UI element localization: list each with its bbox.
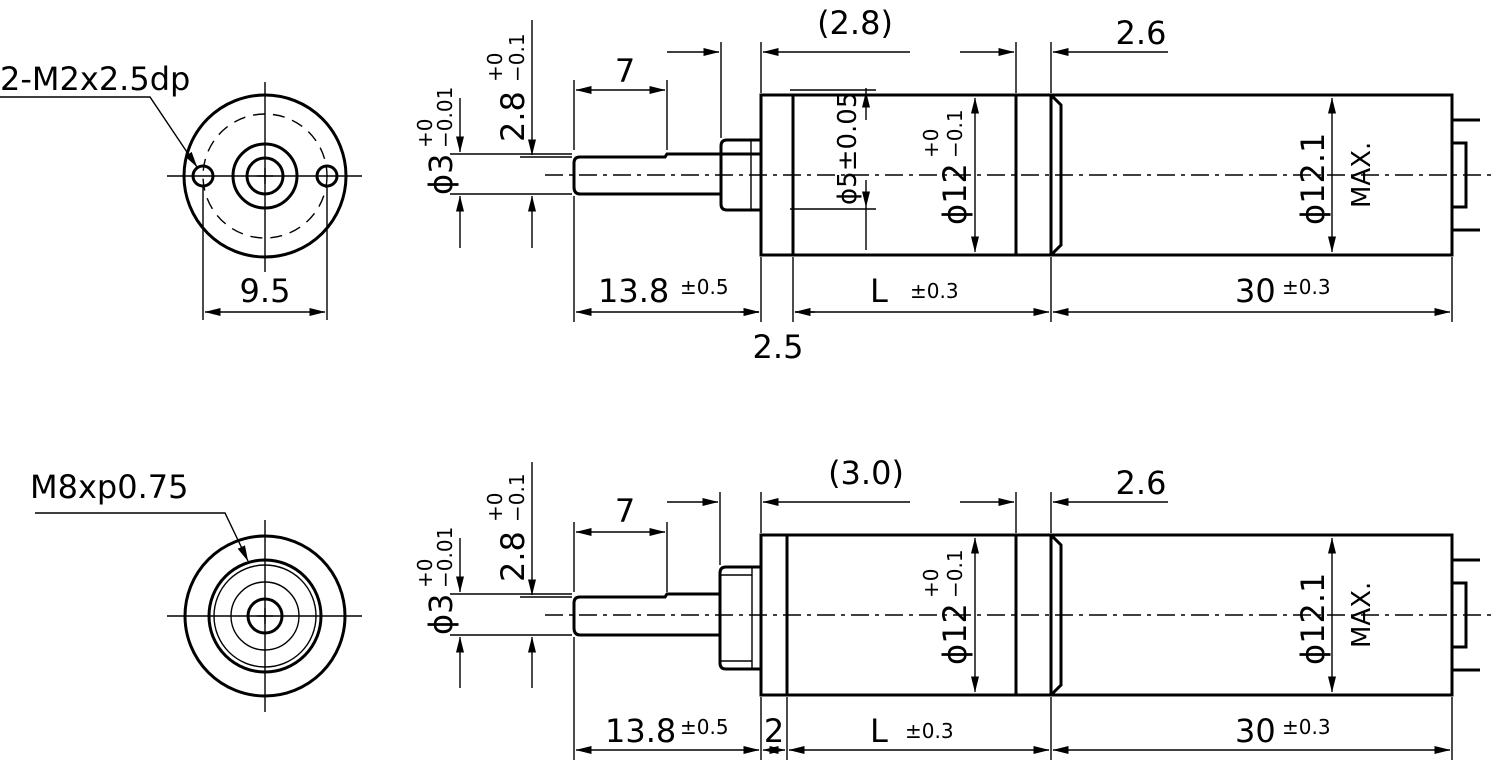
bottom-end-outline (183, 534, 347, 698)
top-gear-length-tol: ±0.3 (910, 279, 959, 303)
bottom-motor-body (1047, 533, 1454, 697)
top-flat-dim: 2.8 (494, 91, 532, 142)
top-motor-length-tol: ±0.3 (1282, 275, 1331, 299)
top-gearbox-body (759, 93, 1053, 257)
top-dimensions (450, 20, 1453, 322)
bottom-motor-length-tol: ±0.3 (1282, 715, 1331, 739)
top-body-dia: ϕ12 (936, 163, 974, 225)
bottom-boss-length: (3.0) (828, 454, 904, 492)
top-side-view (545, 89, 1495, 257)
top-body-tol-upper: +0 (919, 129, 943, 158)
bottom-motor-dia-note: MAX. (1347, 582, 1377, 648)
bottom-body-tol-lower: −0.1 (943, 549, 967, 598)
top-end-view: 9.5 2-M2x2.5dp (0, 60, 362, 320)
bottom-motor-length: 30 (1235, 712, 1276, 750)
bottom-shaft-length: 13.8 (605, 712, 676, 750)
bottom-end-view: M8xp0.75 (30, 468, 362, 712)
bottom-labels: ϕ3 +0 −0.01 2.8 +0 −0.1 7 (3.0) 2.6 ϕ12 … (413, 454, 1377, 750)
bottom-ring-length: 2.6 (1116, 464, 1167, 502)
bottom-gear-length-tol: ±0.3 (905, 719, 954, 743)
top-shaft-tol-upper: +0 (413, 119, 437, 148)
bottom-end-note: M8xp0.75 (30, 468, 188, 506)
bottom-shaft-length-tol: ±0.5 (680, 715, 729, 739)
top-gap: 2.5 (753, 328, 804, 366)
top-motor-body (1047, 93, 1454, 257)
top-end-note: 2-M2x2.5dp (0, 60, 190, 98)
bottom-shaft-dia: ϕ3 (422, 594, 460, 635)
top-motor-dia-note: MAX. (1347, 142, 1377, 208)
top-motor-dia: ϕ12.1 (1294, 133, 1332, 225)
top-shaft-length-tol: ±0.5 (680, 275, 729, 299)
bottom-body-dia: ϕ12 (936, 603, 974, 665)
bottom-gap: 2 (764, 712, 784, 750)
bottom-dimensions (450, 462, 1453, 760)
top-shaft-tol-lower: −0.01 (433, 87, 457, 148)
bottom-shaft-tol-lower: −0.01 (433, 527, 457, 588)
top-shaft-dia: ϕ3 (422, 154, 460, 195)
top-motor-length: 30 (1235, 272, 1276, 310)
top-flat-length: 7 (615, 52, 635, 90)
bottom-body-tol-upper: +0 (919, 569, 943, 598)
top-ring-length: 2.6 (1116, 14, 1167, 52)
top-flat-tol-upper: +0 (483, 53, 507, 82)
top-boss-length: (2.8) (817, 4, 893, 42)
top-labels: ϕ3 +0 −0.01 2.8 +0 −0.1 7 (2.8) 2.6 ϕ5±0… (413, 4, 1377, 366)
bottom-gear-length: L (870, 712, 888, 750)
bottom-motor-dia: ϕ12.1 (1294, 573, 1332, 665)
bottom-flat-tol-lower: −0.1 (505, 473, 529, 522)
bottom-flat-tol-upper: +0 (483, 493, 507, 522)
top-body-tol-lower: −0.1 (943, 109, 967, 158)
top-gear-length: L (870, 272, 888, 310)
top-flat-tol-lower: −0.1 (505, 33, 529, 82)
top-end-width-label: 9.5 (240, 272, 291, 310)
bottom-flat-length: 7 (615, 492, 635, 530)
bottom-shaft-tol-upper: +0 (413, 559, 437, 588)
top-view: 9.5 2-M2x2.5dp (0, 4, 1495, 366)
bottom-flat-dim: 2.8 (494, 531, 532, 582)
top-boss-dia: ϕ5±0.05 (833, 92, 863, 205)
bottom-gearbox-body (759, 533, 1053, 697)
bottom-view: M8xp0.75 (30, 454, 1495, 760)
top-end-outline (182, 93, 348, 259)
top-shaft-length: 13.8 (598, 272, 669, 310)
bottom-side-view (545, 533, 1495, 697)
